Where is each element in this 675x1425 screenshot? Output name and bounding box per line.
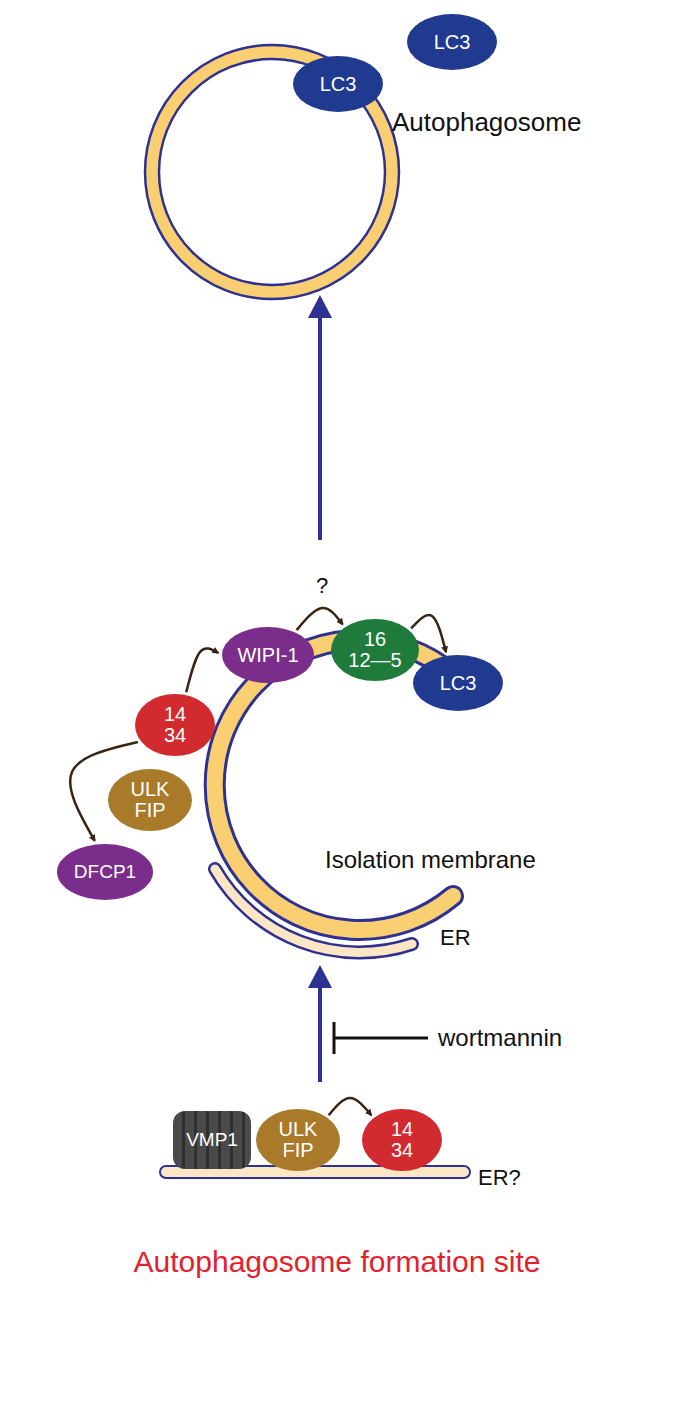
stage-label: Autophagosome	[392, 107, 581, 138]
text-line: LC3	[434, 32, 471, 53]
text-line: FIP	[131, 800, 170, 821]
text-line: 34	[164, 725, 186, 746]
membrane-outline	[159, 59, 385, 285]
autophagosome-membrane	[152, 52, 392, 292]
edge-label: ?	[314, 573, 330, 599]
site-title: Autophagosome formation site	[134, 1245, 541, 1279]
text-line: ULK	[279, 1119, 318, 1140]
reaction-arrow	[186, 648, 218, 692]
protein-complex-oval: ULK FIP	[256, 1109, 340, 1171]
text-line: LC3	[320, 74, 357, 95]
node-text: 16 12—5	[348, 629, 401, 671]
stage-arrow	[318, 980, 322, 1082]
protein-complex-oval: ULK FIP	[108, 769, 192, 831]
protein-oval: DFCP1	[57, 844, 153, 900]
protein-oval: 14 34	[135, 694, 215, 756]
inhibitor-label: wortmannin	[438, 1024, 562, 1052]
node-text: 14 34	[164, 704, 186, 746]
protein-oval: LC3	[413, 655, 503, 711]
node-text: ULK FIP	[131, 779, 170, 821]
node-text: LC3	[440, 673, 477, 694]
text-line: 34	[391, 1140, 413, 1161]
text-line: FIP	[279, 1140, 318, 1161]
protein-oval: WIPI-1	[222, 627, 314, 683]
protein-oval: LC3	[293, 56, 383, 112]
text-line: 14	[164, 704, 186, 725]
membrane-outline	[145, 45, 399, 299]
arrow-head	[308, 965, 332, 988]
text-line: DFCP1	[74, 862, 136, 882]
protein-oval: LC3	[407, 14, 497, 70]
structure-label: Isolation membrane	[325, 846, 536, 874]
node-text: 14 34	[391, 1119, 413, 1161]
text-line: VMP1	[186, 1130, 238, 1150]
text-line: 14	[391, 1119, 413, 1140]
node-text: LC3	[320, 74, 357, 95]
membrane-protein: VMP1	[173, 1111, 251, 1169]
node-text: ULK FIP	[279, 1119, 318, 1161]
node-text: DFCP1	[74, 862, 136, 882]
inhibition-line	[334, 1037, 428, 1040]
reaction-arrow	[329, 1098, 372, 1115]
arrow-head	[308, 295, 332, 318]
node-text: WIPI-1	[237, 645, 298, 666]
text-line: 12—5	[348, 650, 401, 671]
protein-oval: 14 34	[362, 1109, 442, 1171]
structure-label: ER?	[478, 1165, 521, 1191]
protein-complex-oval: 16 12—5	[331, 619, 419, 681]
text-line: WIPI-1	[237, 645, 298, 666]
text-line: ULK	[131, 779, 170, 800]
structure-label: ER	[440, 925, 471, 951]
node-text: LC3	[434, 32, 471, 53]
text-line: 16	[348, 629, 401, 650]
node-text: VMP1	[186, 1130, 238, 1150]
text-line: LC3	[440, 673, 477, 694]
reaction-arrow	[297, 608, 343, 630]
stage-arrow	[318, 310, 322, 540]
